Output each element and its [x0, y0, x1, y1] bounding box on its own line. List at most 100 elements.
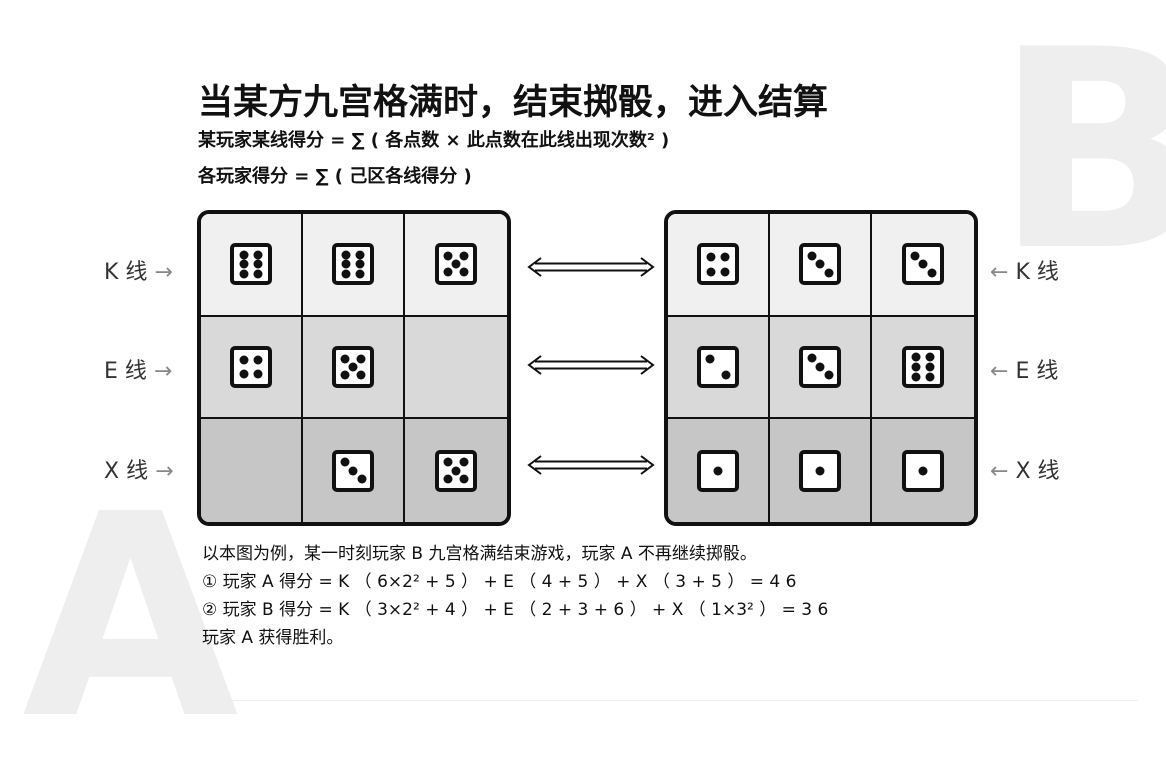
die-pip	[911, 352, 921, 362]
die-5-icon	[435, 243, 477, 286]
player-a-cell-e-2	[303, 316, 405, 420]
die-pip	[253, 269, 263, 279]
die-pip	[721, 370, 731, 380]
die-pip	[253, 355, 263, 364]
player-a-cell-e-1	[201, 316, 303, 420]
die-pip	[927, 268, 936, 278]
player-b-grid	[664, 210, 978, 526]
die-pip	[341, 269, 351, 279]
player-a-cell-k-1	[201, 214, 303, 317]
die-pip	[443, 267, 453, 277]
left-row-label-k: K 线 →	[104, 254, 173, 286]
right-arrow-icon: →	[154, 260, 173, 285]
die-pip	[807, 353, 816, 363]
die-pip	[459, 251, 469, 261]
player-a-cell-k-3	[405, 214, 507, 317]
die-pip	[925, 372, 935, 381]
die-6-icon	[230, 243, 272, 286]
die-pip	[911, 372, 921, 381]
double-arrow-icon	[527, 455, 655, 475]
die-3-icon	[799, 243, 841, 286]
die-pip	[705, 354, 715, 364]
example-result: 玩家 A 获得胜利。	[202, 628, 344, 648]
die-pip	[341, 259, 351, 269]
right-row-label-e: ← E 线	[990, 353, 1058, 385]
example-intro: 以本图为例，某一时刻玩家 B 九宫格满结束游戏，玩家 A 不再继续掷骰。	[202, 544, 757, 564]
background-letter-b: B	[995, 0, 1166, 311]
die-pip	[918, 259, 928, 269]
die-pip	[340, 370, 350, 380]
player-a-cell-e-3	[405, 316, 507, 420]
die-pip	[824, 268, 833, 278]
row-label-text: K 线	[1015, 260, 1059, 285]
left-row-label-e: E 线 →	[104, 353, 172, 385]
die-pip	[720, 252, 730, 262]
die-pip	[340, 354, 350, 364]
die-pip	[239, 269, 249, 279]
player-b-cell-e-3	[872, 316, 974, 420]
die-4-icon	[697, 243, 739, 286]
die-pip	[355, 269, 365, 279]
total-score-formula: 各玩家得分 = ∑ ( 己区各线得分 )	[198, 166, 472, 187]
left-arrow-icon: ←	[990, 359, 1009, 384]
player-b-cell-k-3	[872, 214, 974, 317]
die-pip	[357, 474, 366, 484]
die-5-icon	[435, 449, 477, 492]
row-label-text: E 线	[1015, 359, 1059, 384]
row-label-text: X 线	[104, 459, 149, 484]
die-4-icon	[230, 345, 272, 388]
die-1-icon	[697, 449, 739, 492]
die-pip	[713, 466, 723, 476]
player-b-cell-k-2	[770, 214, 872, 317]
die-pip	[925, 362, 935, 372]
die-pip	[443, 457, 453, 467]
die-pip	[451, 466, 461, 476]
die-6-icon	[332, 243, 374, 286]
die-1-icon	[902, 449, 944, 492]
player-b-cell-x-2	[770, 419, 872, 522]
die-pip	[706, 252, 716, 262]
left-row-label-x: X 线 →	[104, 453, 174, 485]
die-pip	[355, 250, 365, 260]
die-pip	[925, 352, 935, 362]
die-pip	[239, 369, 249, 379]
row-label-text: K 线	[104, 260, 148, 285]
die-pip	[911, 362, 921, 372]
die-pip	[253, 369, 263, 379]
die-pip	[356, 354, 366, 364]
die-pip	[918, 466, 928, 476]
right-row-label-x: ← X 线	[990, 453, 1060, 485]
die-pip	[443, 474, 453, 484]
example-player-a-score: ① 玩家 A 得分 = K （ 6×2² + 5 ） + E （ 4 + 5 ）…	[202, 572, 797, 592]
die-pip	[356, 370, 366, 380]
left-arrow-icon: ←	[990, 260, 1009, 285]
die-pip	[348, 362, 358, 372]
double-arrow-icon	[527, 355, 655, 375]
die-pip	[443, 251, 453, 261]
die-pip	[253, 250, 263, 260]
die-3-icon	[799, 345, 841, 388]
line-score-formula: 某玩家某线得分 = ∑ ( 各点数 × 此点数在此线出现次数² )	[198, 130, 670, 151]
die-pip	[355, 259, 365, 269]
die-pip	[459, 457, 469, 467]
player-a-cell-k-2	[303, 214, 405, 317]
die-5-icon	[332, 345, 374, 388]
die-pip	[451, 259, 461, 269]
right-arrow-icon: →	[155, 459, 174, 484]
die-pip	[815, 362, 825, 372]
player-a-cell-x-1	[201, 419, 303, 522]
die-3-icon	[332, 449, 374, 492]
right-arrow-icon: →	[153, 359, 173, 384]
die-2-icon	[697, 345, 739, 388]
die-pip	[253, 259, 263, 269]
player-b-cell-e-1	[668, 316, 770, 420]
die-pip	[910, 251, 919, 261]
die-pip	[340, 457, 349, 467]
die-6-icon	[902, 345, 944, 388]
die-pip	[239, 355, 249, 364]
die-3-icon	[902, 243, 944, 286]
example-explanation: 以本图为例，某一时刻玩家 B 九宫格满结束游戏，玩家 A 不再继续掷骰。 ① 玩…	[202, 540, 828, 652]
left-arrow-icon: ←	[990, 459, 1009, 484]
player-a-grid	[197, 210, 511, 526]
die-pip	[459, 267, 469, 277]
